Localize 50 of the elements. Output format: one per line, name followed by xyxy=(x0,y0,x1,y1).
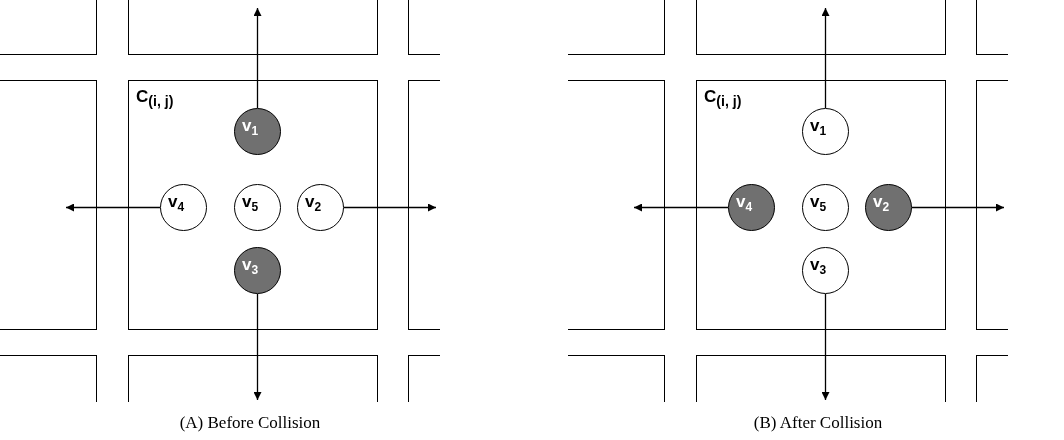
node-label: v$_{1}$ xyxy=(810,115,827,137)
arrow xyxy=(253,7,262,109)
node-label: v$_{4}$ xyxy=(736,191,753,213)
grid-cell xyxy=(568,80,665,330)
cell-label: C$_{(i, j)}$ xyxy=(704,87,742,110)
cell-label: C$_{(i, j)}$ xyxy=(136,87,174,110)
node-label: v$_{2}$ xyxy=(873,191,890,213)
caption: (A) Before Collision xyxy=(179,413,321,433)
grid-cell xyxy=(128,80,378,330)
grid-cell xyxy=(696,355,946,402)
node-label: v$_{4}$ xyxy=(168,191,185,213)
node-label: v$_{2}$ xyxy=(305,191,322,213)
arrow xyxy=(343,203,437,212)
grid-cell xyxy=(976,0,1008,55)
node-circle xyxy=(802,247,849,294)
node-label: v$_{1}$ xyxy=(242,115,259,137)
grid-cell xyxy=(408,80,440,330)
arrow xyxy=(911,203,1005,212)
grid-cell xyxy=(0,0,97,55)
node-circle xyxy=(160,184,207,231)
node-circle xyxy=(234,247,281,294)
grid-cell xyxy=(408,355,440,402)
grid-cell xyxy=(568,0,665,55)
grid-cell xyxy=(128,355,378,402)
grid-cell xyxy=(0,80,97,330)
node-circle xyxy=(297,184,344,231)
node-circle xyxy=(865,184,912,231)
node-circle xyxy=(728,184,775,231)
arrow xyxy=(821,7,830,109)
node-circle xyxy=(802,108,849,155)
node-label: v$_{3}$ xyxy=(810,254,827,276)
grid-cell xyxy=(976,80,1008,330)
caption: (B) After Collision xyxy=(753,413,883,433)
grid-cell xyxy=(696,80,946,330)
grid-cell xyxy=(696,0,946,55)
grid-cell xyxy=(408,0,440,55)
grid-cell xyxy=(0,355,97,402)
grid-cell xyxy=(976,355,1008,402)
arrow xyxy=(821,293,830,401)
arrow xyxy=(253,293,262,401)
arrow xyxy=(65,203,161,212)
node-circle xyxy=(234,108,281,155)
node-label: v$_{5}$ xyxy=(810,191,827,213)
grid-cell xyxy=(568,355,665,402)
node-label: v$_{3}$ xyxy=(242,254,259,276)
node-label: v$_{5}$ xyxy=(242,191,259,213)
node-circle xyxy=(234,184,281,231)
node-circle xyxy=(802,184,849,231)
grid-cell xyxy=(128,0,378,55)
arrow xyxy=(633,203,729,212)
